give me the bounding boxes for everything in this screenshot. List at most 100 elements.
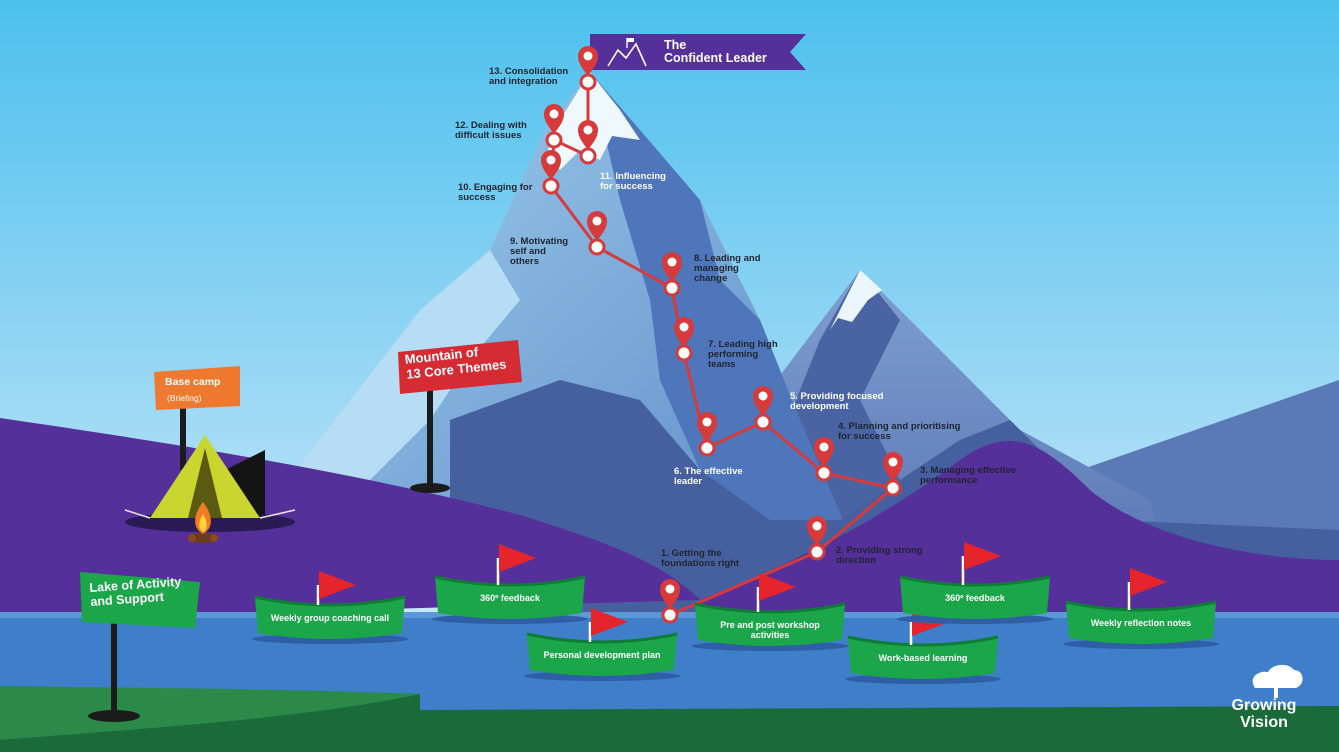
boat-hull (1066, 602, 1216, 644)
route-stop-marker (815, 464, 833, 482)
route-stop-marker (675, 344, 693, 362)
lake-sign-post (111, 610, 117, 715)
boat-rim (526, 632, 678, 644)
location-pin-dot (583, 125, 593, 135)
base-camp-sign-board (154, 366, 240, 410)
location-pin-dot (888, 457, 898, 467)
main-mountain-shade (590, 72, 860, 560)
ground-light (0, 686, 420, 740)
route-stop-marker (884, 479, 902, 497)
route-stop-13 (578, 46, 598, 91)
route-stop-marker (588, 238, 606, 256)
boat-hull (435, 577, 585, 619)
main-mountain-snow (548, 72, 640, 170)
route-stop-label: 4. Planning and prioritising for success (838, 421, 961, 442)
boat-hull (900, 577, 1050, 619)
route-stop-marker (661, 606, 679, 624)
boat-rim (434, 575, 586, 587)
right-purple-hill (700, 440, 1339, 620)
location-pin-icon (674, 317, 694, 347)
tent-rope-right (259, 509, 296, 519)
route-stop-label: 13. Consolidation and integration (489, 66, 569, 87)
base-camp-title: Base camp (165, 376, 221, 388)
route-stop-label: 6. The effective leader (674, 466, 743, 487)
route-stop-marker (808, 543, 826, 561)
location-pin-dot (702, 417, 712, 427)
boat-rim (694, 602, 846, 614)
boat-rim (254, 595, 406, 607)
route-stop-4 (814, 437, 834, 482)
boat-label: Work-based learning (878, 653, 968, 663)
route-stop-label: 2. Providing strong direction (836, 545, 923, 566)
route-stop-7 (674, 317, 694, 362)
boat (692, 573, 848, 651)
route-stop-marker (545, 131, 563, 149)
location-pin-icon (662, 252, 682, 282)
route-stop-11 (578, 120, 598, 165)
left-purple-hill (0, 418, 700, 620)
route-stop-label: 3. Managing effective performance (920, 465, 1017, 486)
boat-hull (695, 604, 845, 646)
location-pin-dot (583, 51, 593, 61)
route-stop-12 (544, 104, 564, 149)
theme-sign-base (410, 483, 450, 493)
boat (432, 544, 588, 624)
route-stop-marker (754, 413, 772, 431)
location-pin-icon (807, 516, 827, 546)
boat-label: Pre and post workshop activities (720, 620, 820, 640)
boat-hull (527, 634, 677, 676)
red-flag-icon (591, 608, 628, 636)
route-stop-marker (663, 279, 681, 297)
location-pin-dot (665, 584, 675, 594)
route-stop-6 (697, 412, 717, 457)
boat-hull (848, 637, 998, 679)
brand-name: Growing Vision (1231, 697, 1297, 731)
route-stop-label: 11. Influencing for success (600, 171, 666, 192)
location-pin-dot (758, 391, 768, 401)
red-flag-icon (499, 544, 536, 572)
tree-icon (1252, 664, 1303, 698)
route-stop-2 (807, 516, 827, 561)
location-pin-icon (697, 412, 717, 442)
secondary-mountain-snow (830, 270, 882, 330)
boat-label: Personal development plan (543, 650, 661, 660)
location-pin-icon (587, 211, 607, 241)
red-flag-icon (1130, 568, 1167, 596)
location-pin-icon (578, 46, 598, 76)
route-stop-9 (587, 211, 607, 256)
tent-rope-left (124, 509, 151, 519)
route-stop-8 (662, 252, 682, 297)
boat-label: 360º feedback (945, 593, 1005, 603)
route-stop-label: 8. Leading and managing change (694, 253, 761, 284)
theme-sign (398, 340, 522, 493)
location-pin-icon (578, 120, 598, 150)
route-stop-marker (579, 73, 597, 91)
route-stop-label: 9. Motivating self and others (510, 236, 569, 267)
summit-banner-title: The Confident Leader (664, 38, 767, 65)
location-pin-icon (814, 437, 834, 467)
location-pin-icon (660, 579, 680, 609)
boat-rim (899, 575, 1051, 587)
lake-sign-board (80, 572, 200, 628)
boat-label: Weekly group coaching call (270, 613, 390, 623)
location-pin-dot (546, 155, 556, 165)
route-stop-3 (883, 452, 903, 497)
boat (1063, 568, 1219, 649)
theme-sign-post (427, 385, 433, 487)
boat (524, 608, 680, 681)
route-stop-marker (542, 177, 560, 195)
route-stop-label: 10. Engaging for success (458, 182, 533, 203)
boats-layer (252, 542, 1219, 684)
location-pin-dot (679, 322, 689, 332)
summit-banner (590, 34, 806, 70)
location-pin-dot (592, 216, 602, 226)
lake-sign-base (88, 710, 140, 722)
base-camp-post (180, 400, 186, 470)
boat-label: Weekly reflection notes (1090, 618, 1192, 628)
route-stop-10 (541, 150, 561, 195)
red-flag-icon (964, 542, 1001, 570)
location-pin-icon (544, 104, 564, 134)
route-stop-marker (698, 439, 716, 457)
